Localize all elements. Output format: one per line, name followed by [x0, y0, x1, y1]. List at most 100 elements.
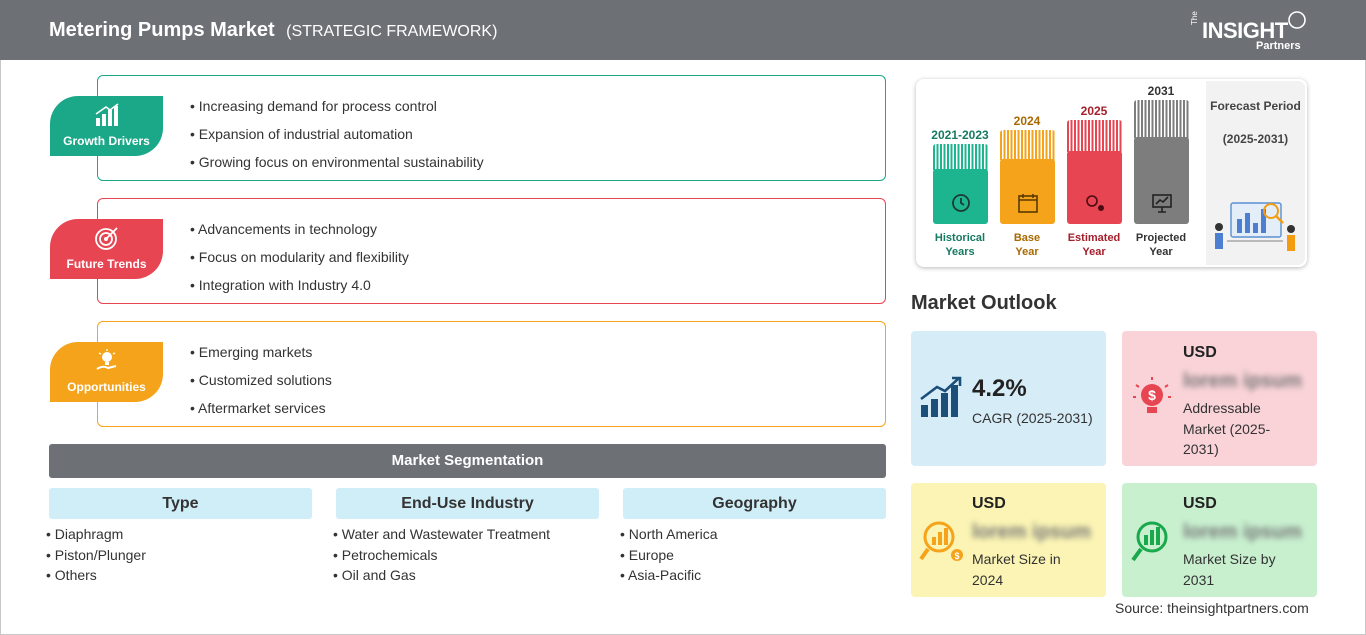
- magnifier-bars-icon: [1131, 521, 1168, 562]
- cagr-card: 4.2% CAGR (2025-2031): [911, 331, 1106, 466]
- market-size-2031-card: USD lorem ipsum Market Size by 2031: [1122, 483, 1317, 597]
- svg-text:$: $: [1148, 387, 1156, 403]
- addressable-value-blurred: lorem ipsum: [1183, 370, 1302, 392]
- list-item: Increasing demand for process control: [190, 92, 484, 120]
- analyst-dashboard-icon: [1215, 202, 1295, 251]
- list-item: Piston/Plunger: [46, 545, 146, 566]
- target-icon: [95, 227, 118, 250]
- page-title: Metering Pumps Market (STRATEGIC FRAMEWO…: [49, 19, 497, 42]
- list-item: Asia-Pacific: [620, 565, 718, 586]
- title-subtitle: (STRATEGIC FRAMEWORK): [286, 23, 498, 40]
- growth-drivers-badge: Growth Drivers: [50, 96, 163, 156]
- period-year: 2024: [1013, 114, 1041, 128]
- period-bar: [1067, 151, 1122, 224]
- addressable-label: Addressable Market (2025-2031): [1183, 400, 1271, 457]
- list-item: Oil and Gas: [333, 565, 550, 586]
- period-caption-line2: Year: [1015, 246, 1039, 258]
- lightbulb-hand-icon: [96, 349, 117, 370]
- period-caption-line1: Base: [1013, 232, 1041, 244]
- list-item: Expansion of industrial automation: [190, 120, 484, 148]
- opportunities-box: Emerging markets Customized solutions Af…: [97, 321, 886, 427]
- list-item: Growing focus on environmental sustainab…: [190, 148, 484, 176]
- list-item: Emerging markets: [190, 338, 332, 366]
- list-item: Petrochemicals: [333, 545, 550, 566]
- opportunities-label: Opportunities: [67, 380, 146, 394]
- calendar-icon: [1018, 194, 1038, 213]
- header-bar: Metering Pumps Market (STRATEGIC FRAMEWO…: [0, 0, 1366, 60]
- period-stripe: [933, 144, 988, 170]
- period-stripe: [1000, 130, 1055, 160]
- period-caption: Base Year: [992, 231, 1062, 259]
- segment-list-end-use: Water and Wastewater Treatment Petrochem…: [333, 524, 550, 586]
- period-caption-line2: Year: [1149, 246, 1173, 258]
- future-trends-label: Future Trends: [66, 257, 147, 271]
- list-item: Customized solutions: [190, 366, 332, 394]
- segment-list-geography: North America Europe Asia-Pacific: [620, 524, 718, 586]
- segment-header-geography: Geography: [623, 488, 886, 519]
- projection-board-icon: [1152, 194, 1172, 213]
- size-2024-label: Market Size in 2024: [972, 551, 1061, 588]
- future-trends-list: Advancements in technology Focus on modu…: [190, 215, 409, 299]
- dollar-bulb-icon: $: [1133, 377, 1171, 413]
- period-caption-line1: Historical: [934, 232, 986, 244]
- growth-drivers-box: Increasing demand for process control Ex…: [97, 75, 886, 181]
- list-item: North America: [620, 524, 718, 545]
- period-stripe: [1134, 100, 1189, 138]
- market-outlook-title: Market Outlook: [911, 292, 1057, 314]
- period-year: 2021-2023: [931, 128, 989, 142]
- list-item: Advancements in technology: [190, 215, 409, 243]
- segment-header-end-use: End-Use Industry: [336, 488, 599, 519]
- list-item: Focus on modularity and flexibility: [190, 243, 409, 271]
- period-caption-line1: Estimated: [1067, 232, 1121, 244]
- size-2031-label: Market Size by 2031: [1183, 551, 1276, 588]
- logo-partners: Partners: [1256, 40, 1301, 52]
- cagr-value: 4.2%: [972, 375, 1027, 402]
- future-trends-badge: Future Trends: [50, 219, 163, 279]
- addressable-usd: USD: [1183, 344, 1217, 361]
- source-credit: Source: theinsightpartners.com: [1115, 600, 1309, 616]
- growth-chart-icon: [920, 376, 962, 417]
- period-bar: [1000, 159, 1055, 224]
- size-2024-usd: USD: [972, 495, 1006, 512]
- size-2031-usd: USD: [1183, 495, 1217, 512]
- period-bar: [933, 169, 988, 224]
- segmentation-title: Market Segmentation: [49, 444, 886, 478]
- growth-drivers-list: Increasing demand for process control Ex…: [190, 92, 484, 176]
- list-item: Europe: [620, 545, 718, 566]
- svg-text:$: $: [954, 551, 959, 561]
- growth-drivers-label: Growth Drivers: [63, 134, 150, 148]
- cagr-label: CAGR (2025-2031): [972, 410, 1093, 426]
- period-caption: Projected Year: [1126, 231, 1196, 259]
- market-size-2024-card: USD lorem ipsum $ Market Size in 2024: [911, 483, 1106, 597]
- estimate-gear-icon: [1086, 195, 1104, 211]
- insight-partners-logo[interactable]: The INSIGHT Partners: [1190, 10, 1320, 54]
- logo-magnifier-icon: [1288, 11, 1306, 29]
- size-2024-value-blurred: lorem ipsum: [972, 521, 1091, 543]
- period-stripe: [1067, 120, 1122, 152]
- history-clock-icon: [952, 194, 970, 212]
- period-year: 2031: [1147, 84, 1175, 98]
- list-item: Diaphragm: [46, 524, 146, 545]
- period-caption-line2: Years: [945, 246, 975, 258]
- timeline-card: Forecast Period (2025-2031) 2021-2023 Hi…: [916, 79, 1307, 267]
- period-caption: Historical Years: [925, 231, 995, 259]
- segment-list-type: Diaphragm Piston/Plunger Others: [46, 524, 146, 586]
- forecast-range: (2025-2031): [1222, 132, 1289, 146]
- forecast-label: Forecast Period: [1210, 99, 1301, 113]
- period-year: 2025: [1080, 104, 1108, 118]
- period-caption-line1: Projected: [1135, 232, 1187, 244]
- addressable-market-card: USD lorem ipsum $ Addressable Market (20…: [1122, 331, 1317, 466]
- period-caption: Estimated Year: [1059, 231, 1129, 259]
- logo-the: The: [1190, 11, 1199, 25]
- opportunities-badge: Opportunities: [50, 342, 163, 402]
- list-item: Integration with Industry 4.0: [190, 271, 409, 299]
- list-item: Water and Wastewater Treatment: [333, 524, 550, 545]
- future-trends-box: Advancements in technology Focus on modu…: [97, 198, 886, 304]
- list-item: Others: [46, 565, 146, 586]
- segment-header-type: Type: [49, 488, 312, 519]
- magnifier-chart-icon: $: [919, 521, 963, 561]
- size-2031-value-blurred: lorem ipsum: [1183, 521, 1302, 543]
- list-item: Aftermarket services: [190, 394, 332, 422]
- title-main: Metering Pumps Market: [49, 19, 275, 41]
- opportunities-list: Emerging markets Customized solutions Af…: [190, 338, 332, 422]
